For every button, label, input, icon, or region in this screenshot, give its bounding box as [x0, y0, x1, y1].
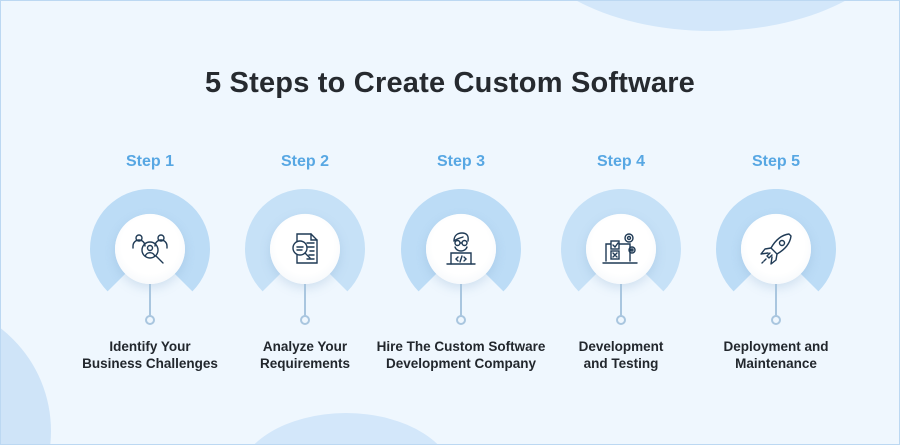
- step-description: Identify Your Business Challenges: [55, 338, 245, 372]
- step-description-line: Development Company: [385, 356, 537, 371]
- icon-badge: [270, 214, 340, 284]
- step-description-line: Maintenance: [735, 356, 817, 371]
- step-description-line: Requirements: [259, 356, 351, 371]
- icon-badge: [741, 214, 811, 284]
- connector-line: [304, 284, 306, 316]
- connector-line: [775, 284, 777, 316]
- step-label: Step 1: [125, 153, 174, 170]
- step-description-line: and Testing: [583, 356, 659, 371]
- connector-dot: [300, 315, 310, 325]
- ring-arc: [245, 189, 365, 292]
- step-description-line: Deployment and: [723, 339, 829, 354]
- step-description: Deployment and Maintenance: [681, 338, 871, 372]
- document-magnifier-icon: [292, 233, 318, 264]
- step-description-line: Analyze Your: [262, 339, 348, 354]
- connector-line: [460, 284, 462, 316]
- decorative-blob-left: [1, 301, 51, 444]
- decorative-blob-bottom: [236, 413, 456, 444]
- step-label: Step 2: [280, 153, 329, 170]
- step-label: Step 4: [596, 153, 645, 170]
- developer-laptop-icon: [446, 232, 476, 265]
- page-title: 5 Steps to Create Custom Software: [204, 67, 696, 99]
- step-description-line: Identify Your: [109, 339, 191, 354]
- step-label: Step 3: [436, 153, 485, 170]
- connector-line: [149, 284, 151, 316]
- ring-arc: [401, 189, 521, 292]
- rocket-icon: [760, 233, 792, 265]
- connector-dot: [145, 315, 155, 325]
- connector-dot: [616, 315, 626, 325]
- step-description-line: Development: [578, 339, 664, 354]
- ring-arc: [561, 189, 681, 292]
- connector-dot: [771, 315, 781, 325]
- ring-arc: [90, 189, 210, 292]
- step-description: Development and Testing: [526, 338, 716, 372]
- connector-dot: [456, 315, 466, 325]
- step-description-line: Business Challenges: [82, 356, 218, 371]
- people-search-icon: [132, 234, 168, 264]
- connector-line: [620, 284, 622, 316]
- step-description: Hire The Custom Software Development Com…: [366, 338, 556, 372]
- step-label: Step 5: [751, 153, 800, 170]
- icon-badge: [115, 214, 185, 284]
- ring-arc: [716, 189, 836, 292]
- icon-badge: [426, 214, 496, 284]
- step-description-line: Hire The Custom Software: [376, 339, 546, 354]
- icon-badge: [586, 214, 656, 284]
- checklist-gears-icon: [602, 233, 638, 264]
- step-description: Analyze Your Requirements: [210, 338, 400, 372]
- decorative-blob-top: [516, 1, 899, 31]
